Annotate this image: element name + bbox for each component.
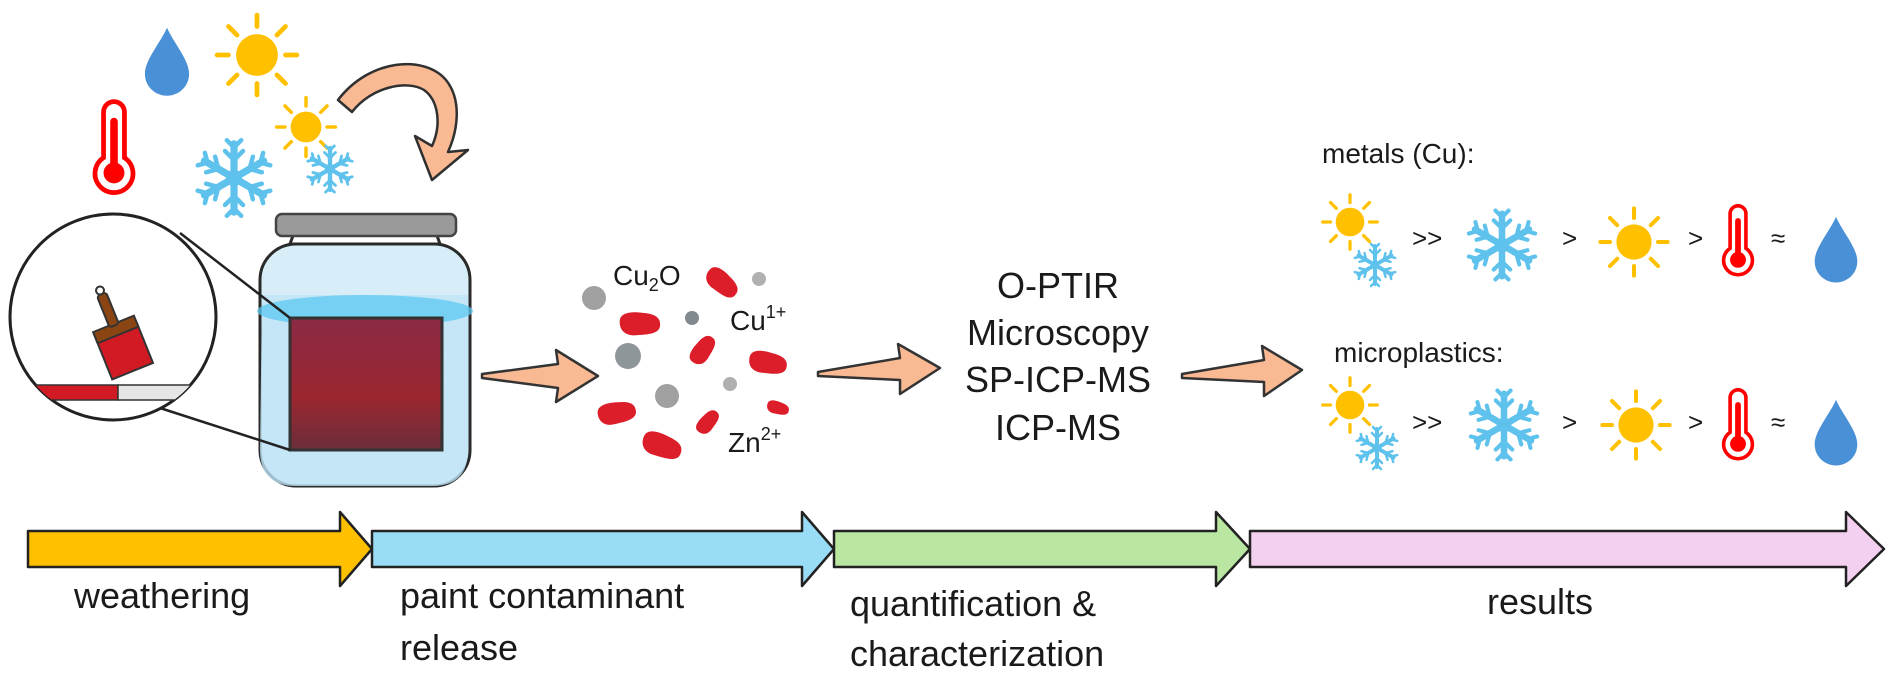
metals-title: metals (Cu): [1322,138,1474,169]
ranking-operator: > [1688,223,1703,253]
flow-arrow [1180,344,1304,398]
ranking-operator: > [1688,407,1703,437]
microplastics-ranking: >> > > ≈ [1321,376,1858,469]
ranking-operator: ≈ [1771,223,1785,253]
sun-icon [1321,376,1379,434]
sun-icon [1602,391,1669,458]
stage-label: weathering [73,575,250,616]
ranking-operator: >> [1412,407,1442,437]
method-label: ICP-MS [995,407,1121,448]
stage-label: results [1487,581,1593,622]
stage-arrow-results [1248,510,1886,588]
stage-label: paint contaminant [400,575,684,616]
flow-arrow [480,348,600,404]
stage-label: quantification & [850,583,1096,624]
sun-icon [217,15,297,95]
sun-icon [1321,193,1379,251]
snowflake-icon [1356,427,1397,469]
water-drop-icon [144,27,190,96]
thermometer-icon [95,102,133,193]
snowflake-icon [1354,244,1395,286]
metals-ranking: >> > > ≈ [1321,193,1858,286]
cu2o-label: Cu2O [613,260,681,295]
stage-arrow-weathering [26,510,374,588]
snowflake-icon [1470,391,1538,460]
zn2-label: Zn2+ [728,424,781,458]
ranking-operator: > [1562,407,1577,437]
method-label: O-PTIR [997,265,1119,306]
cu1-label: Cu1+ [730,302,786,336]
jar-icon [257,212,473,488]
method-label: SP-ICP-MS [965,359,1151,400]
microplastics-title: microplastics: [1334,337,1504,368]
water-drop-icon [1814,399,1858,466]
painted-surface-zoom [8,212,291,452]
stage-arrow-quantification [832,510,1252,588]
curved-arrow-icon [336,62,470,182]
ranking-operator: ≈ [1771,407,1785,437]
thermometer-icon [1721,388,1755,461]
method-label: Microscopy [967,312,1149,353]
water-drop-icon [1814,216,1858,283]
ranking-operator: > [1562,223,1577,253]
snowflake-icon [197,140,271,216]
stage-arrow-release [370,510,836,588]
ranking-operator: >> [1412,223,1442,253]
methods-list: O-PTIR Microscopy SP-ICP-MS ICP-MS [965,265,1151,448]
thermometer-icon [1721,204,1755,277]
snowflake-icon [307,146,353,192]
stage-label: characterization [850,633,1104,674]
released-particles [582,263,791,462]
flow-arrow [816,342,942,396]
stage-label: release [400,627,518,668]
sun-icon [1600,208,1667,275]
snowflake-icon [1468,211,1536,280]
